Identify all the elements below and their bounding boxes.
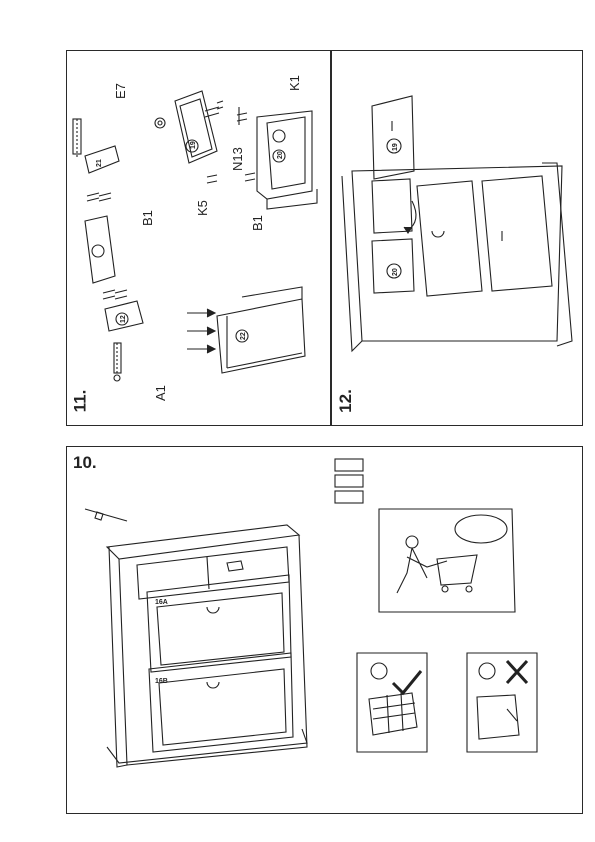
part-label: A1 [153,385,168,401]
step-10-panel: 10. [66,446,583,814]
drawer-16b [148,652,294,753]
drawer-label: 16A [155,599,168,606]
cross-mark-icon [505,659,529,685]
brick-wall-ok-icon [356,652,428,753]
bracket-plate [174,90,218,164]
cabinet-top [105,524,301,560]
wood-board-not-ok-icon [466,652,538,753]
drawer-front [416,180,483,297]
part-label: B1 [250,215,265,231]
part-label: N13 [230,147,245,171]
step-10-diagram: 16A 16B [84,458,538,768]
part-label: E7 [113,83,128,99]
step-12-diagram: 19 20 [341,95,573,353]
step-12-panel: 12. 19 20 [331,50,583,426]
circled-part-number: 21 [96,159,103,167]
panel-part [84,215,116,284]
smiley-sad-icon [478,662,496,680]
lifted-part [371,95,415,180]
circled-part-number: 20 [392,268,399,276]
cabinet-body [351,165,563,342]
smiley-happy-icon [370,662,388,680]
side-panel-part [256,110,313,200]
drawer-label: 16B [155,678,168,685]
part-label: K5 [195,200,210,216]
circled-part-number: 19 [392,143,399,151]
drawer-front [481,175,553,292]
part-label: K1 [287,75,302,91]
circled-part-number: 22 [240,332,247,340]
check-mark-icon [391,670,423,696]
circled-part-number: 19 [190,141,197,149]
step-number: 10. [73,453,97,472]
cam-lock [154,117,166,129]
circled-part-number: 12 [120,315,127,323]
circled-part-number: 20 [277,151,284,159]
part-label: B1 [140,210,155,226]
small-drawer-front [371,238,415,294]
screws-shopping-cart-icon [378,508,516,613]
step-11-diagram: E7 K1 N13 K5 B1 B1 A1 19 20 21 12 22 [72,75,318,401]
drawer-box-part [216,298,306,374]
step-11-panel: 11. [66,50,331,426]
